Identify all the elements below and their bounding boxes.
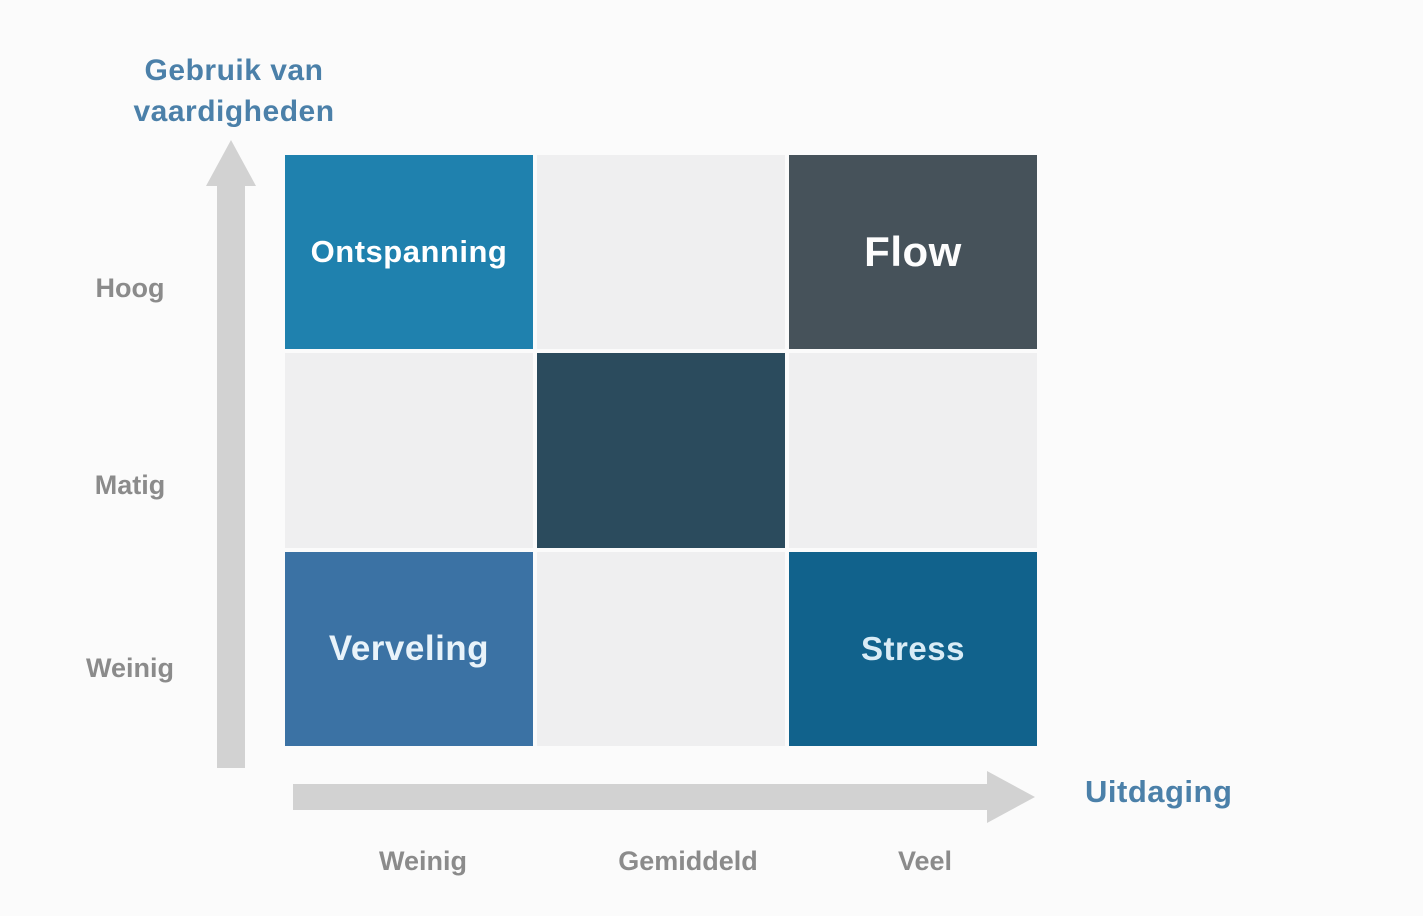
x-axis-label-weinig: Weinig — [378, 846, 467, 876]
cell-stress: Stress — [789, 551, 1037, 746]
y-axis-label-weinig: Weinig — [85, 653, 174, 683]
x-axis-title: Uitdaging — [1085, 774, 1233, 809]
cell-flow: Flow — [789, 155, 1037, 350]
y-axis-label-matig: Matig — [94, 470, 166, 500]
y-axis-arrow-shaft — [217, 184, 245, 768]
matrix-grid: Ontspanning Flow Verveling Stress — [285, 155, 1037, 746]
cell-center — [537, 353, 785, 548]
y-axis-label-hoog: Hoog — [95, 273, 165, 303]
cell-empty-middle-right — [789, 353, 1037, 548]
y-axis-title-line2: vaardigheden — [133, 95, 335, 128]
up-arrow-icon — [206, 140, 256, 186]
cell-empty-top-middle — [537, 155, 785, 350]
cell-ontspanning: Ontspanning — [285, 155, 533, 350]
cell-empty-middle-left — [285, 353, 533, 548]
cell-verveling: Verveling — [285, 551, 533, 746]
cell-empty-bottom-middle — [537, 551, 785, 746]
x-axis-label-veel: Veel — [897, 846, 953, 876]
x-axis-arrow-shaft — [293, 784, 989, 810]
y-axis-title: Gebruik van vaardigheden — [103, 50, 365, 132]
right-arrow-icon — [987, 771, 1035, 823]
x-axis-label-gemiddeld: Gemiddeld — [618, 846, 758, 876]
y-axis-title-line1: Gebruik van — [144, 54, 324, 87]
